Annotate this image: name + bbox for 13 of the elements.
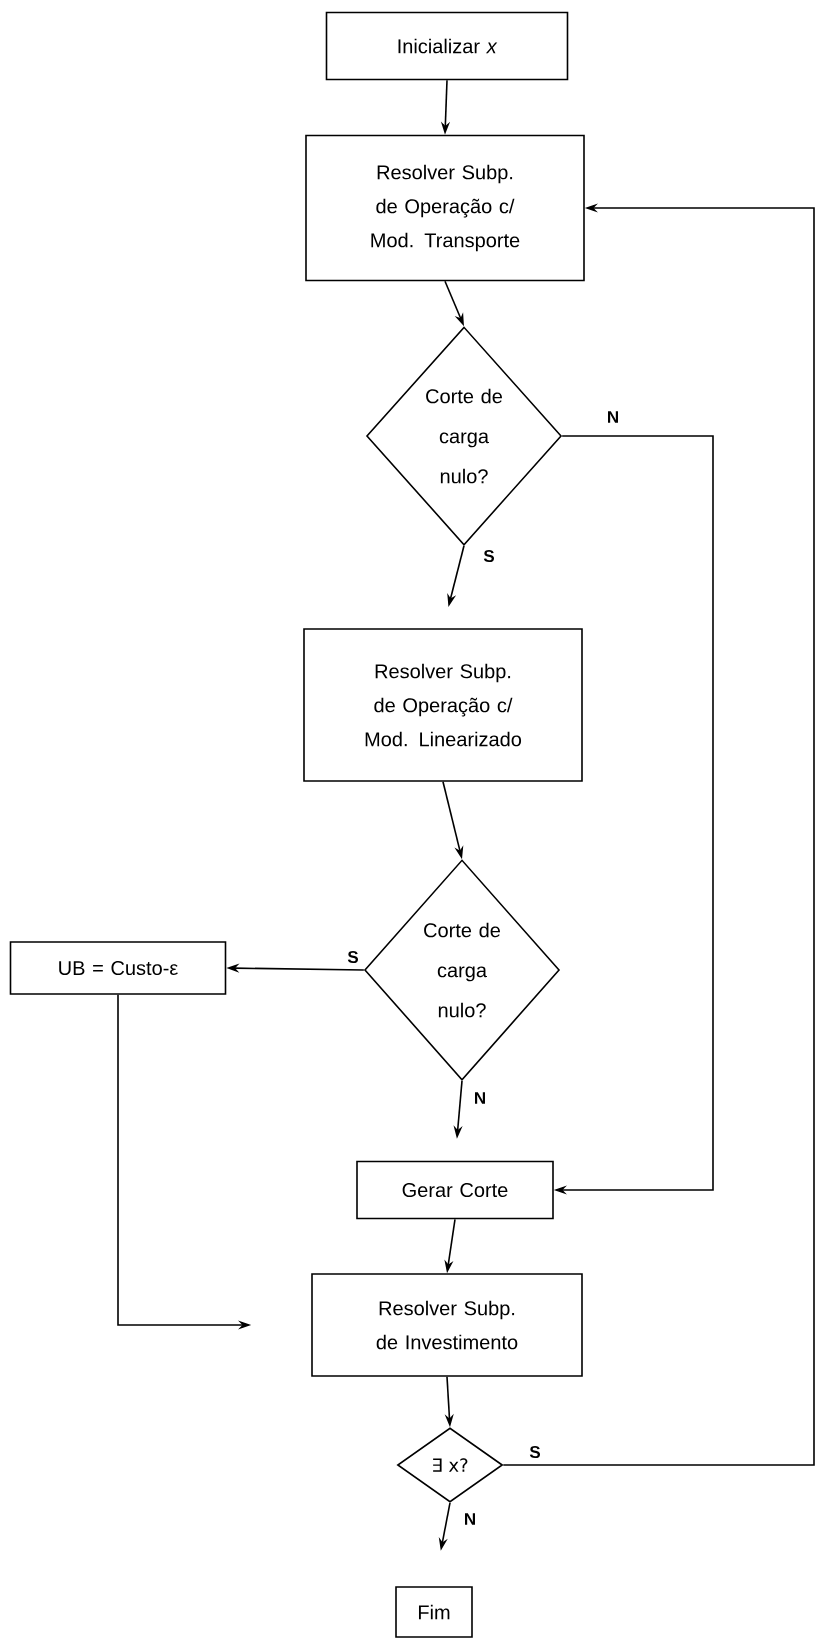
process-box: Gerar Corte <box>356 1160 554 1220</box>
edge-label: N <box>605 410 621 424</box>
edge-label: N <box>472 1091 488 1105</box>
edge-label: N <box>462 1512 478 1526</box>
process-box: UB = Custo-ε <box>9 941 227 995</box>
edge-label: S <box>346 950 360 965</box>
process-box: Fim <box>395 1586 473 1638</box>
edge-label: S <box>528 1445 542 1460</box>
process-box: Resolver Subp. de Operação c/ Mod. Linearizado <box>303 628 583 782</box>
process-box: Resolver Subp. de Investimento <box>311 1273 583 1377</box>
process-box: Resolver Subp. de Operação c/ Mod. Transporte <box>305 134 585 282</box>
process-box: Inicializar x <box>325 11 569 81</box>
edge-label: S <box>482 549 496 564</box>
